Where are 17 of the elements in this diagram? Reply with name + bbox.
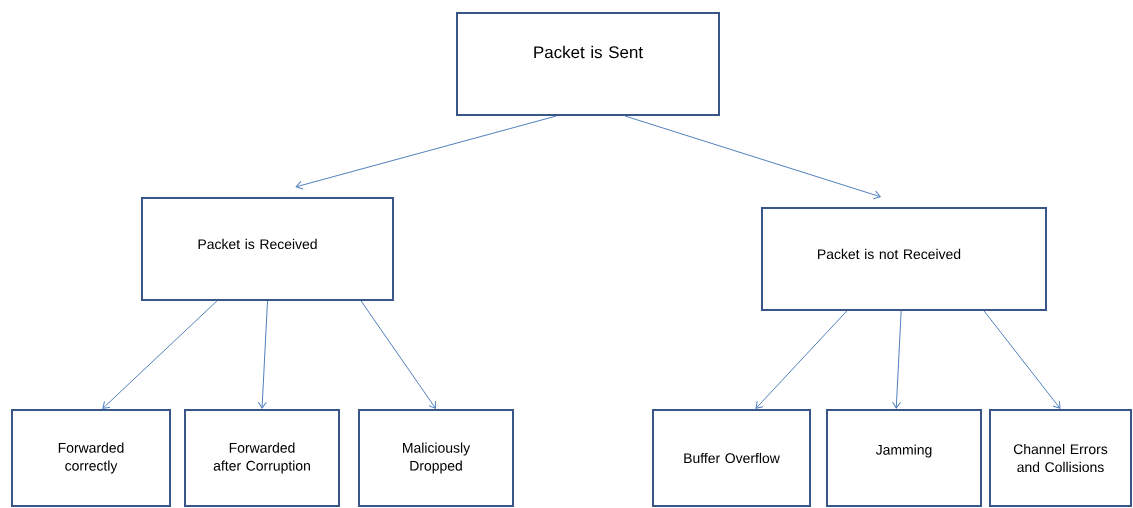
process-box: Channel Errors and Collisions	[989, 409, 1132, 507]
process-box: Packet is Received	[141, 197, 394, 301]
process-box: Packet is not Received	[761, 207, 1047, 311]
process-box: Jamming	[826, 409, 982, 507]
process-box: Maliciously Dropped	[358, 409, 514, 507]
process-box: Buffer Overflow	[652, 409, 811, 507]
arrow	[892, 310, 902, 409]
arrow	[360, 300, 436, 409]
arrow	[755, 310, 848, 409]
arrow	[624, 115, 881, 200]
arrow	[257, 300, 268, 409]
arrow	[983, 310, 1061, 409]
process-box: Packet is Sent	[456, 12, 720, 116]
process-box: Forwarded correctly	[11, 409, 171, 507]
arrow	[295, 115, 557, 190]
process-box: Forwarded after Corruption	[184, 409, 340, 507]
arrow	[102, 300, 218, 409]
